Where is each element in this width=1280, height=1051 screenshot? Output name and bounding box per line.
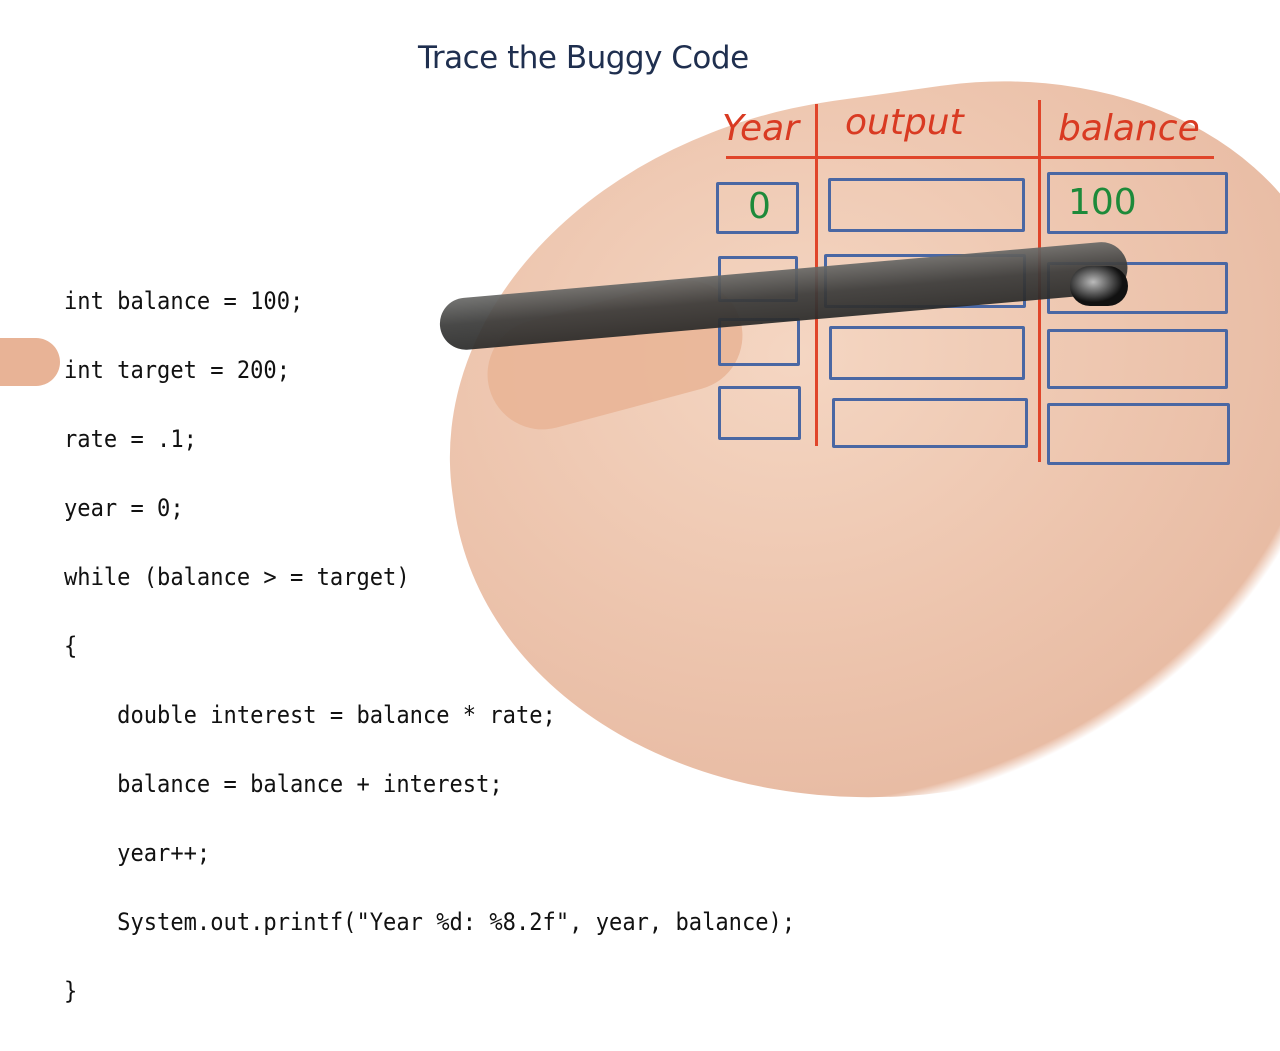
cell-year-0	[716, 182, 799, 234]
header-year: Year	[722, 108, 800, 149]
cell-year-0-value: 0	[748, 186, 771, 227]
code-line: }	[64, 977, 78, 1005]
cell-year-3	[718, 386, 801, 440]
code-line: int target = 200;	[64, 356, 290, 384]
code-line: {	[64, 632, 78, 660]
left-finger-photo	[0, 338, 60, 386]
code-line: rate = .1;	[64, 425, 197, 453]
code-line: balance = balance + interest;	[64, 770, 503, 798]
code-line: int balance = 100;	[64, 287, 304, 315]
cell-output-3	[832, 398, 1028, 448]
cell-output-2	[829, 326, 1025, 380]
header-balance: balance	[1058, 108, 1200, 149]
cell-balance-2	[1047, 329, 1228, 389]
code-line: System.out.printf("Year %d: %8.2f", year…	[64, 908, 796, 936]
cell-balance-3	[1047, 403, 1230, 465]
slide-title: Trace the Buggy Code	[418, 40, 749, 76]
table-header-divider	[726, 156, 1214, 159]
stylus-pen-tip	[1070, 266, 1128, 306]
header-output: output	[845, 102, 964, 143]
code-line: year++;	[64, 839, 211, 867]
cell-balance-0	[1047, 172, 1228, 234]
cell-output-0	[828, 178, 1025, 232]
cell-balance-0-value: 100	[1068, 182, 1137, 223]
code-line: year = 0;	[64, 494, 184, 522]
code-line: while (balance > = target)	[64, 563, 410, 591]
